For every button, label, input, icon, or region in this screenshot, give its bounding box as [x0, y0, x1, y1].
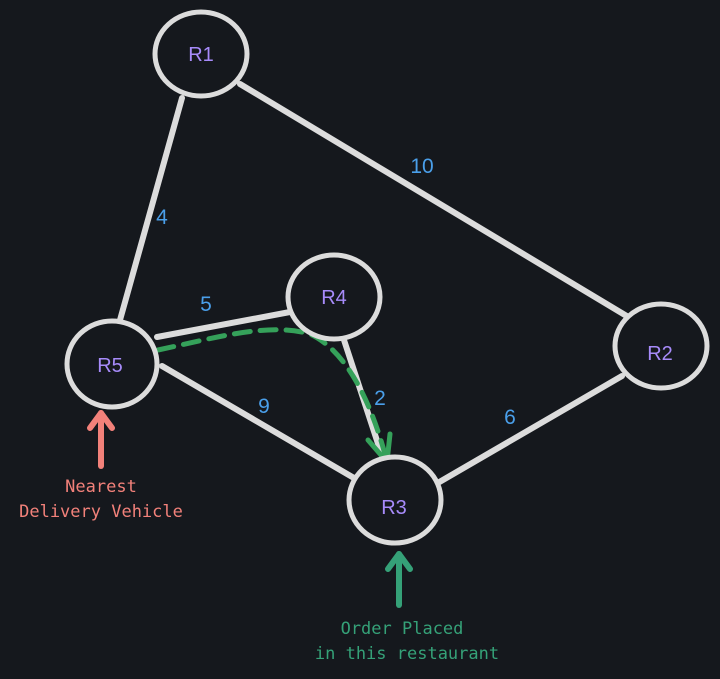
order-label-line1: Order Placed — [341, 619, 464, 639]
node-label-r1: R1 — [188, 44, 214, 66]
weight-r2-r3: 6 — [504, 406, 516, 429]
vehicle-label-line1: Nearest — [65, 477, 137, 497]
node-label-r3: R3 — [381, 497, 407, 519]
order-arrow — [385, 551, 413, 608]
edge-r5-r4 — [154, 309, 293, 340]
edge-r1-r2 — [237, 81, 633, 321]
vehicle-arrow — [87, 410, 115, 469]
node-r5: R5 — [64, 318, 160, 410]
edge-r2-r3 — [433, 373, 625, 487]
vehicle-label-line2: Delivery Vehicle — [19, 502, 183, 522]
weight-r1-r5: 4 — [156, 206, 168, 229]
weight-r5-r4: 5 — [200, 293, 212, 316]
weight-r4-r3: 2 — [374, 387, 386, 410]
order-label-line2: in this restaurant — [315, 644, 499, 664]
node-r3: R3 — [346, 454, 444, 546]
edge-r1-r5 — [117, 95, 185, 323]
weight-r1-r2: 10 — [410, 155, 433, 178]
node-r4: R4 — [285, 252, 383, 342]
weight-r5-r3: 9 — [258, 395, 270, 418]
node-r2: R2 — [612, 301, 710, 391]
edge-r5-r3 — [159, 363, 357, 481]
node-label-r2: R2 — [647, 343, 673, 365]
node-label-r4: R4 — [321, 287, 347, 309]
node-r1: R1 — [152, 9, 250, 99]
shortest-route-path — [155, 327, 389, 461]
node-label-r5: R5 — [97, 355, 123, 377]
